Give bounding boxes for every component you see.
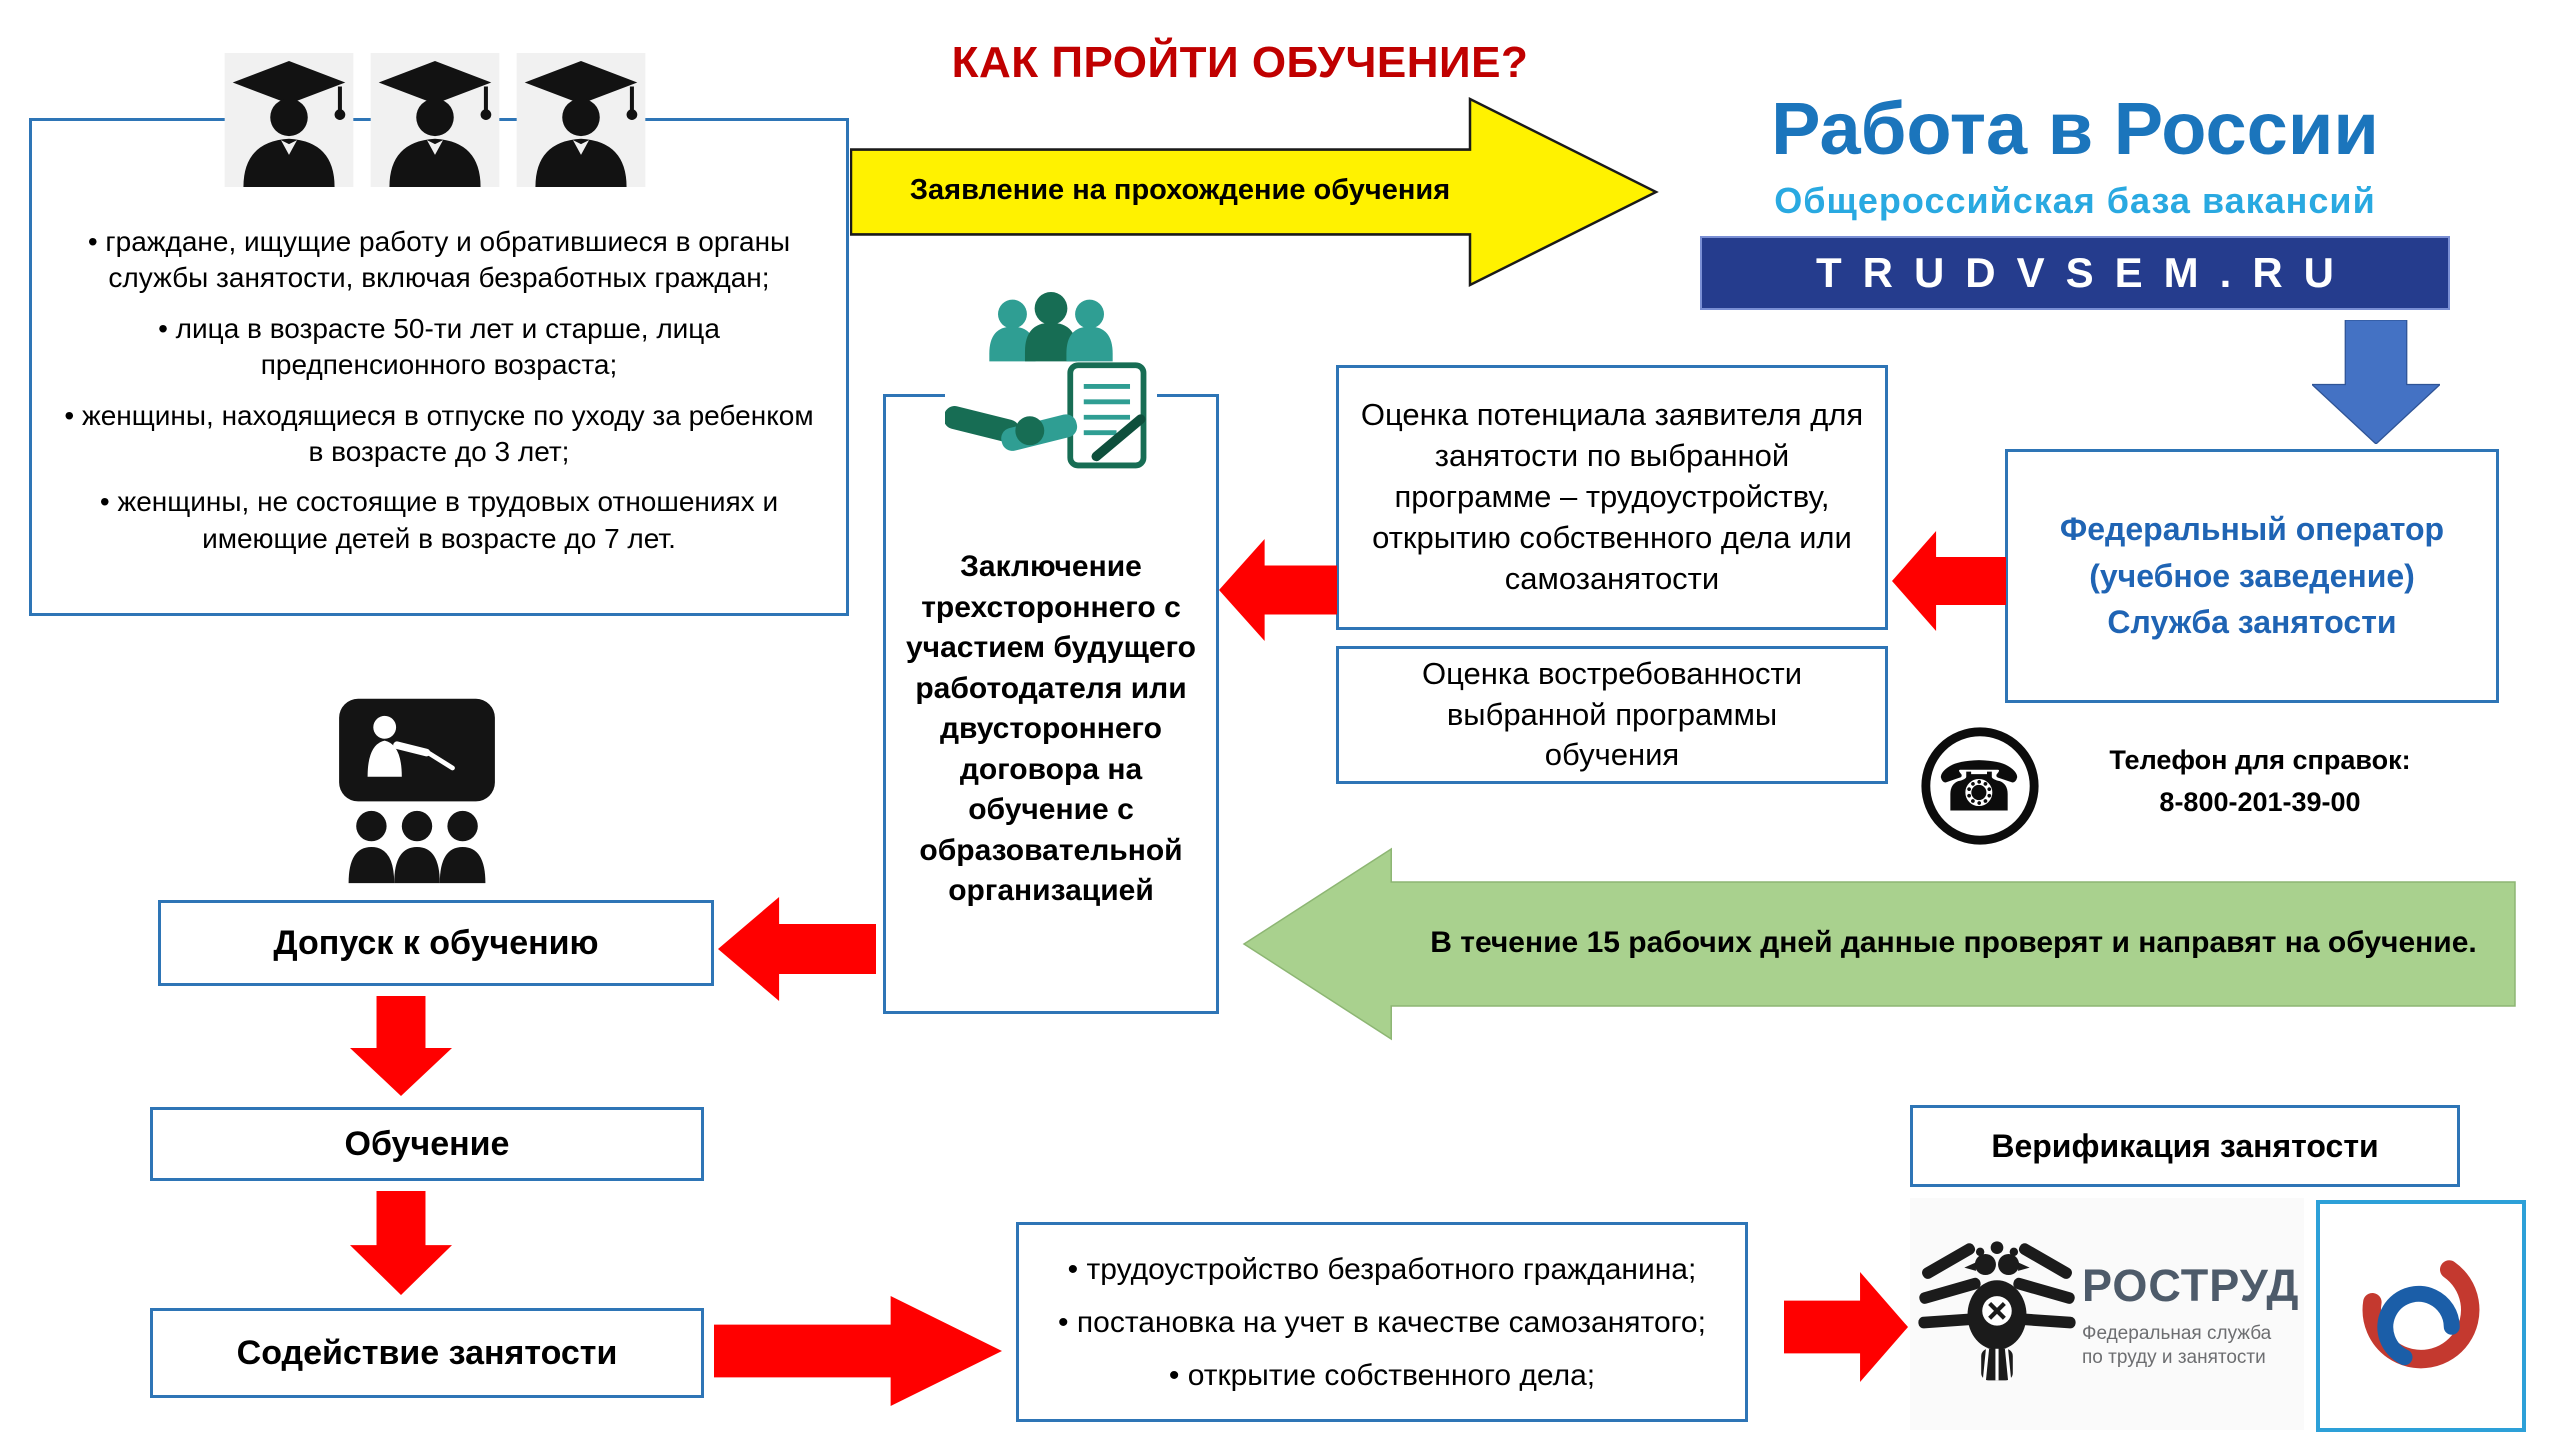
page-title: КАК ПРОЙТИ ОБУЧЕНИЕ? bbox=[951, 38, 1529, 87]
rostrud-logo-block: РОСТРУД Федеральная служба по труду и за… bbox=[1910, 1198, 2304, 1430]
federal-operator-box: Федеральный оператор (учебное заведение)… bbox=[2005, 449, 2499, 703]
red-left-arrow-icon bbox=[1892, 531, 2006, 631]
assessment-demand-box: Оценка востребованности выбранной програ… bbox=[1336, 646, 1888, 784]
double-headed-eagle-icon bbox=[1918, 1216, 2076, 1412]
verification-box: Верификация занятости bbox=[1910, 1105, 2460, 1187]
phone-icon: ☎ bbox=[1916, 722, 2044, 850]
graduate-icon bbox=[222, 50, 356, 190]
red-left-arrow-icon bbox=[1219, 539, 1337, 641]
yellow-right-arrow-icon bbox=[850, 96, 1659, 288]
pfr-logo-block bbox=[2316, 1200, 2526, 1432]
phone-info: Телефон для справок: 8-800-201-39-00 bbox=[2070, 740, 2450, 824]
phone-label: Телефон для справок: bbox=[2109, 745, 2411, 775]
assessment-potential-box: Оценка потенциала заявителя для занятост… bbox=[1336, 365, 1888, 630]
rostrud-subtitle-line: по труду и занятости bbox=[2082, 1346, 2266, 1368]
eligibility-item: граждане, ищущие работу и обратившиеся в… bbox=[62, 224, 816, 297]
red-down-arrow-icon bbox=[350, 1191, 452, 1295]
rabota-v-rossii-logo: Работа в России bbox=[1771, 87, 2379, 170]
eligibility-item: женщины, находящиеся в отпуске по уходу … bbox=[62, 398, 816, 471]
red-right-arrow-icon bbox=[1784, 1272, 1908, 1382]
federal-operator-line: Служба занятости bbox=[2107, 604, 2397, 641]
review-arrow-label: В течение 15 рабочих дней данные проверя… bbox=[1430, 926, 2477, 959]
application-arrow: Заявление на прохождение обучения bbox=[850, 96, 1660, 288]
green-left-arrow-icon bbox=[1242, 847, 2516, 1041]
red-left-arrow-icon bbox=[718, 897, 876, 1001]
eligibility-item: женщины, не состоящие в трудовых отношен… bbox=[62, 484, 816, 557]
graduate-icon bbox=[514, 50, 648, 190]
training-box: Обучение bbox=[150, 1107, 704, 1181]
review-arrow: В течение 15 рабочих дней данные проверя… bbox=[1241, 846, 2517, 1042]
application-arrow-label: Заявление на прохождение обучения bbox=[909, 174, 1451, 206]
graduate-icons-row bbox=[222, 50, 662, 192]
svg-text:☎: ☎ bbox=[1936, 748, 2022, 828]
outcome-item: постановка на учет в качестве самозанято… bbox=[1058, 1303, 1706, 1342]
outcomes-box: трудоустройство безработного гражданина;… bbox=[1016, 1222, 1748, 1422]
federal-operator-line: (учебное заведение) bbox=[2089, 557, 2415, 594]
teacher-classroom-icon bbox=[322, 690, 512, 890]
federal-operator-line: Федеральный оператор bbox=[2059, 511, 2445, 548]
logo-subtitle: Общероссийская база вакансий bbox=[1774, 180, 2376, 221]
rostrud-subtitle-line: Федеральная служба bbox=[2082, 1323, 2272, 1344]
red-down-arrow-icon bbox=[350, 996, 452, 1096]
graduate-icon bbox=[368, 50, 502, 190]
blue-down-arrow-icon bbox=[2312, 320, 2440, 444]
outcome-item: трудоустройство безработного гражданина; bbox=[1068, 1250, 1697, 1289]
pfr-emblem-icon bbox=[2341, 1231, 2501, 1401]
eligibility-box: граждане, ищущие работу и обратившиеся в… bbox=[29, 118, 849, 616]
red-right-arrow-icon bbox=[714, 1296, 1002, 1406]
employment-box: Содействие занятости bbox=[150, 1308, 704, 1398]
rostrud-name: РОСТРУД bbox=[2082, 1260, 2300, 1311]
handshake-document-icon bbox=[945, 268, 1157, 500]
outcome-item: открытие собственного дела; bbox=[1169, 1356, 1595, 1395]
phone-number: 8-800-201-39-00 bbox=[2159, 786, 2361, 817]
eligibility-item: лица в возрасте 50-ти лет и старше, лица… bbox=[62, 311, 816, 384]
admission-box: Допуск к обучению bbox=[158, 900, 714, 986]
trudvsem-domain-banner: TRUDVSEM.RU bbox=[1700, 236, 2450, 310]
